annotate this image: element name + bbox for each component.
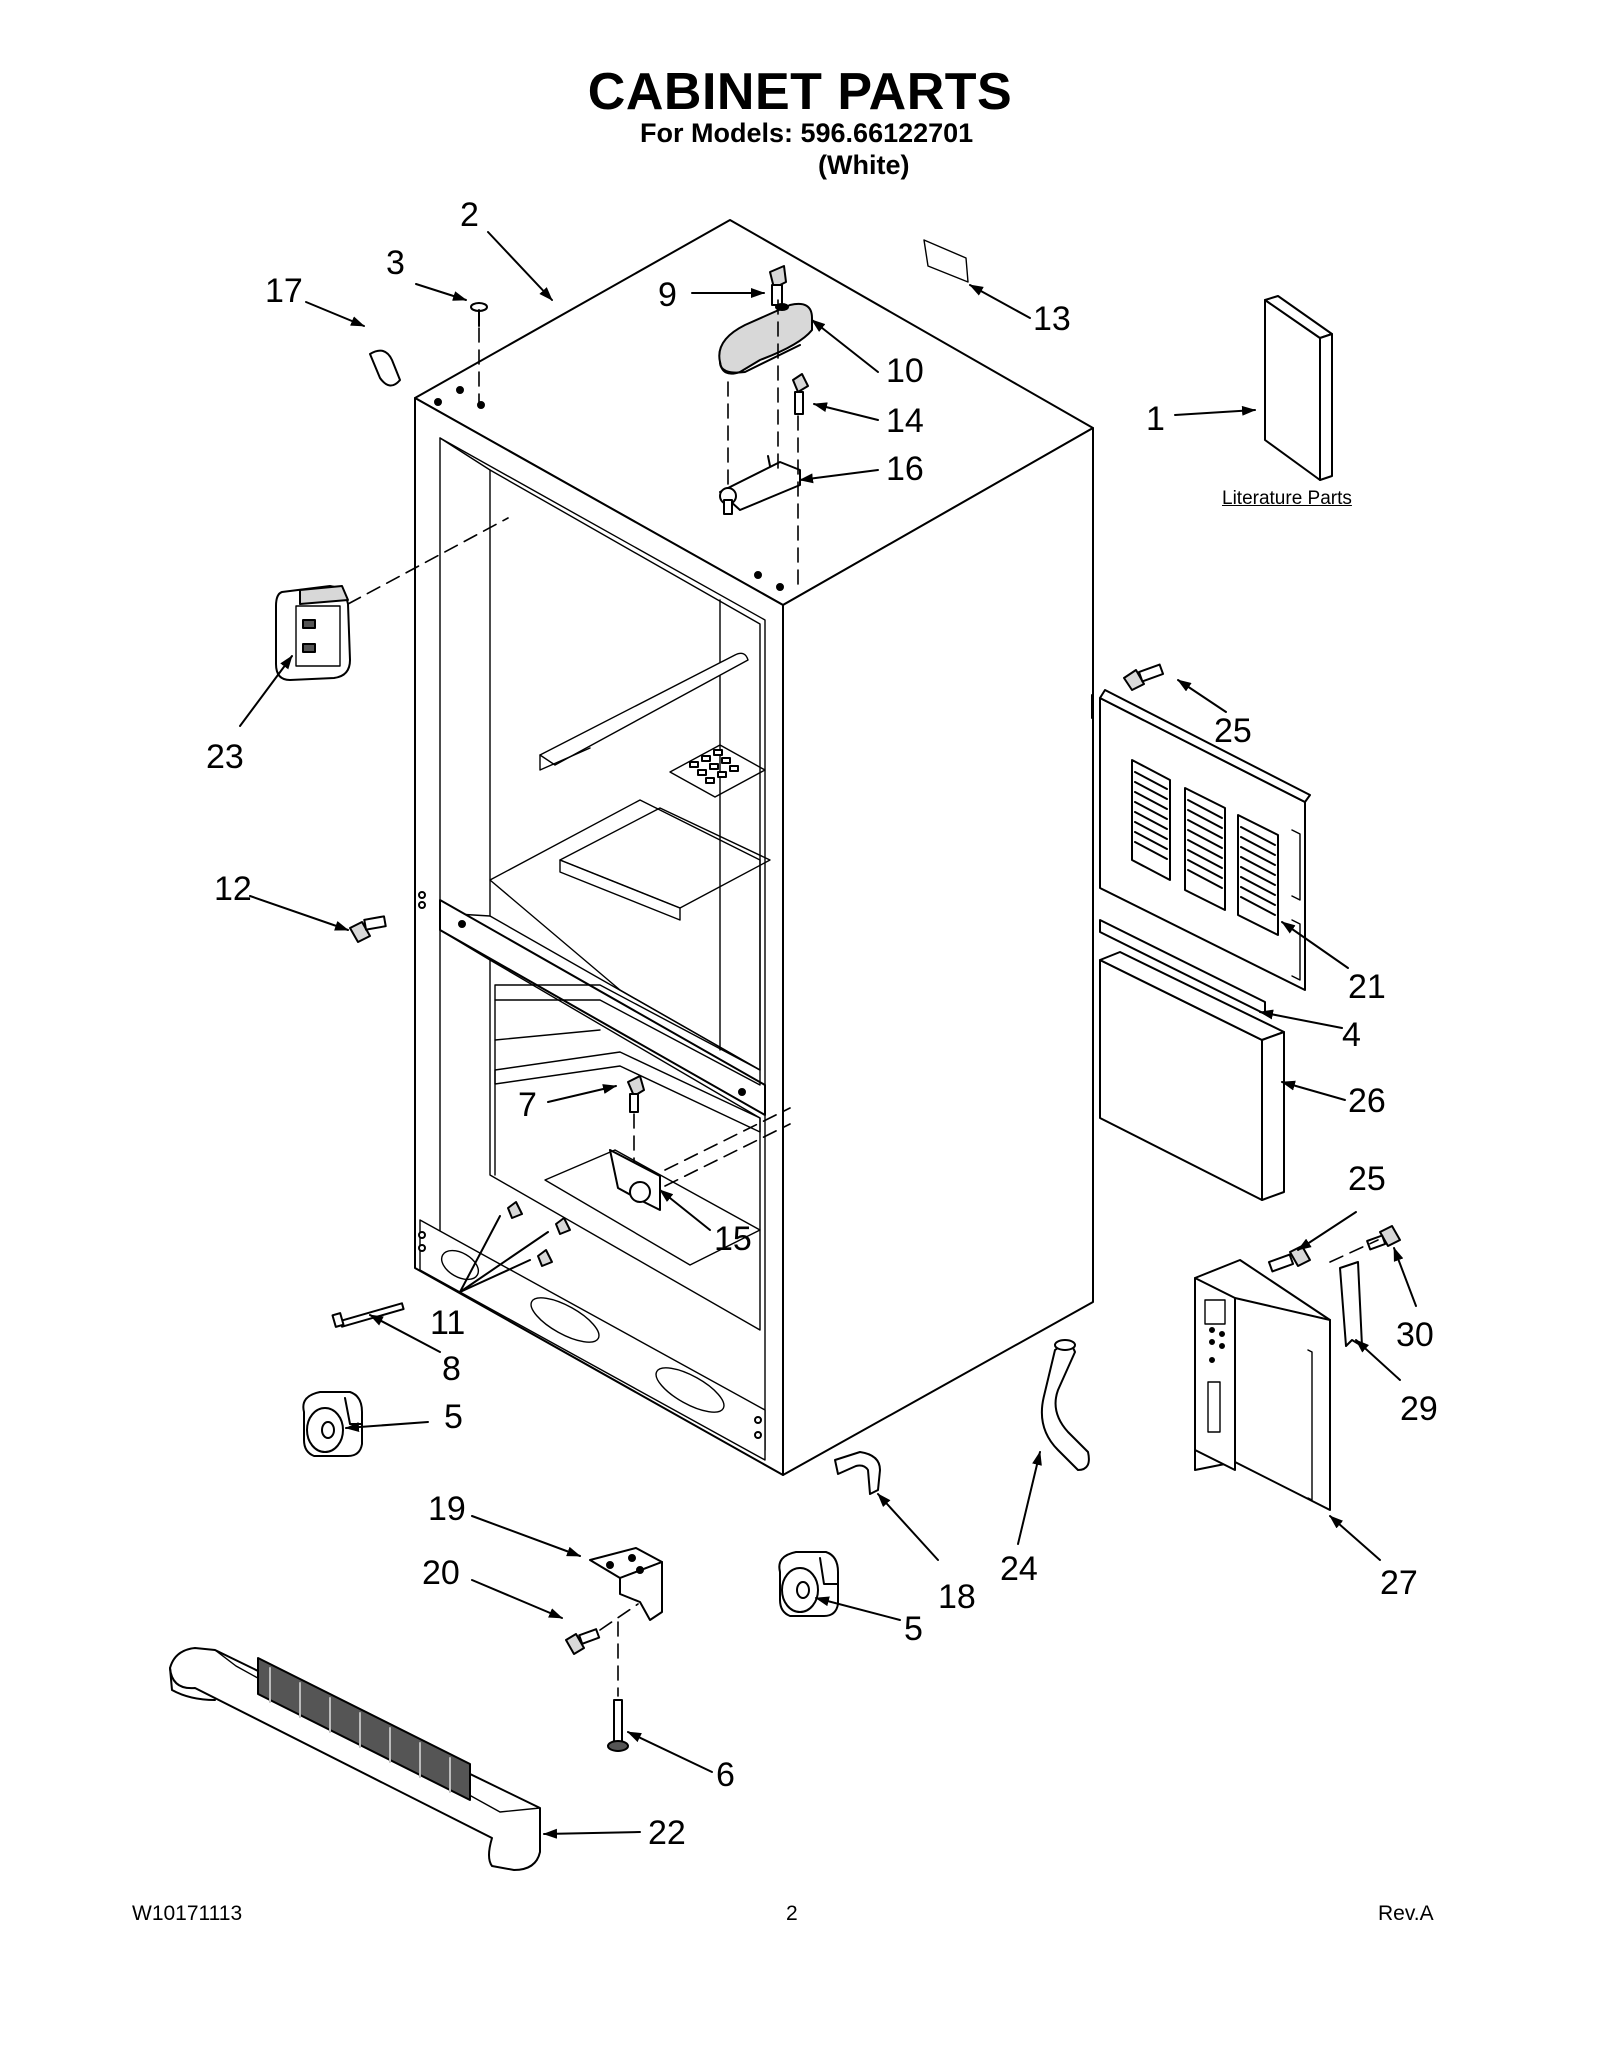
callout-15: 15: [714, 1220, 752, 1258]
callout-12: 12: [214, 870, 252, 908]
callout-9: 9: [658, 276, 677, 314]
callout-23: 23: [206, 738, 244, 776]
screw-3: [470, 302, 488, 403]
callout-25-lower: 25: [1348, 1160, 1386, 1198]
callout-17: 17: [265, 272, 303, 310]
toe-grille: [169, 1647, 541, 1871]
callout-30: 30: [1396, 1316, 1434, 1354]
callout-29: 29: [1400, 1390, 1438, 1428]
callout-8: 8: [442, 1350, 461, 1388]
callout-26: 26: [1348, 1082, 1386, 1120]
callout-5-right: 5: [904, 1610, 923, 1648]
callout-13: 13: [1033, 300, 1071, 338]
revision-label: Rev.A: [1378, 1902, 1434, 1925]
part-23: [275, 517, 509, 681]
callout-25-top: 25: [1214, 712, 1252, 750]
part-17: [369, 349, 401, 387]
callout-18: 18: [938, 1578, 976, 1616]
literature-parts: [1264, 295, 1333, 481]
callout-14: 14: [886, 402, 924, 440]
cabinet-shell: [414, 219, 1094, 1476]
caster-right: [778, 1551, 839, 1617]
callout-22: 22: [648, 1814, 686, 1852]
lower-hinge-assembly: [609, 1075, 791, 1211]
cover-27: [1194, 1259, 1331, 1511]
drain-tube-24: [1040, 1339, 1090, 1471]
page-number: 2: [786, 1902, 798, 1925]
part-13: [923, 239, 969, 283]
callout-20: 20: [422, 1554, 460, 1592]
callout-3: 3: [386, 244, 405, 282]
screw-25-lower: [1267, 1239, 1379, 1273]
model-number: For Models: 596.66122701: [640, 118, 974, 148]
top-hinge-assembly: [718, 265, 813, 591]
insulation-26: [1099, 951, 1285, 1201]
caster-left: [302, 1391, 363, 1457]
literature-parts-label: Literature Parts: [1222, 488, 1352, 509]
screws-11: [507, 1201, 571, 1267]
callout-24: 24: [1000, 1550, 1038, 1588]
model-color: (White): [818, 150, 910, 180]
callout-11: 11: [430, 1304, 466, 1342]
callout-19: 19: [428, 1490, 466, 1528]
callout-1: 1: [1146, 400, 1165, 438]
page-title: CABINET PARTS: [587, 63, 1013, 121]
callout-5-left: 5: [444, 1398, 463, 1436]
rear-panel-21: [1091, 663, 1311, 991]
callout-21: 21: [1348, 968, 1386, 1006]
screw-12: [349, 915, 387, 943]
callout-7: 7: [518, 1086, 537, 1124]
clamp-18: [834, 1451, 881, 1495]
screw-30: [1366, 1225, 1401, 1251]
callout-16: 16: [886, 450, 924, 488]
callout-2: 2: [460, 196, 479, 234]
leader-lines: [239, 231, 1417, 1839]
leveling-bracket: [565, 1547, 663, 1752]
callout-27: 27: [1380, 1564, 1418, 1602]
callout-6: 6: [716, 1756, 735, 1794]
callout-4: 4: [1342, 1016, 1361, 1054]
bracket-29: [1339, 1261, 1363, 1347]
callout-10: 10: [886, 352, 924, 390]
screw-8: [331, 1302, 405, 1328]
document-number: W10171113: [132, 1902, 243, 1925]
